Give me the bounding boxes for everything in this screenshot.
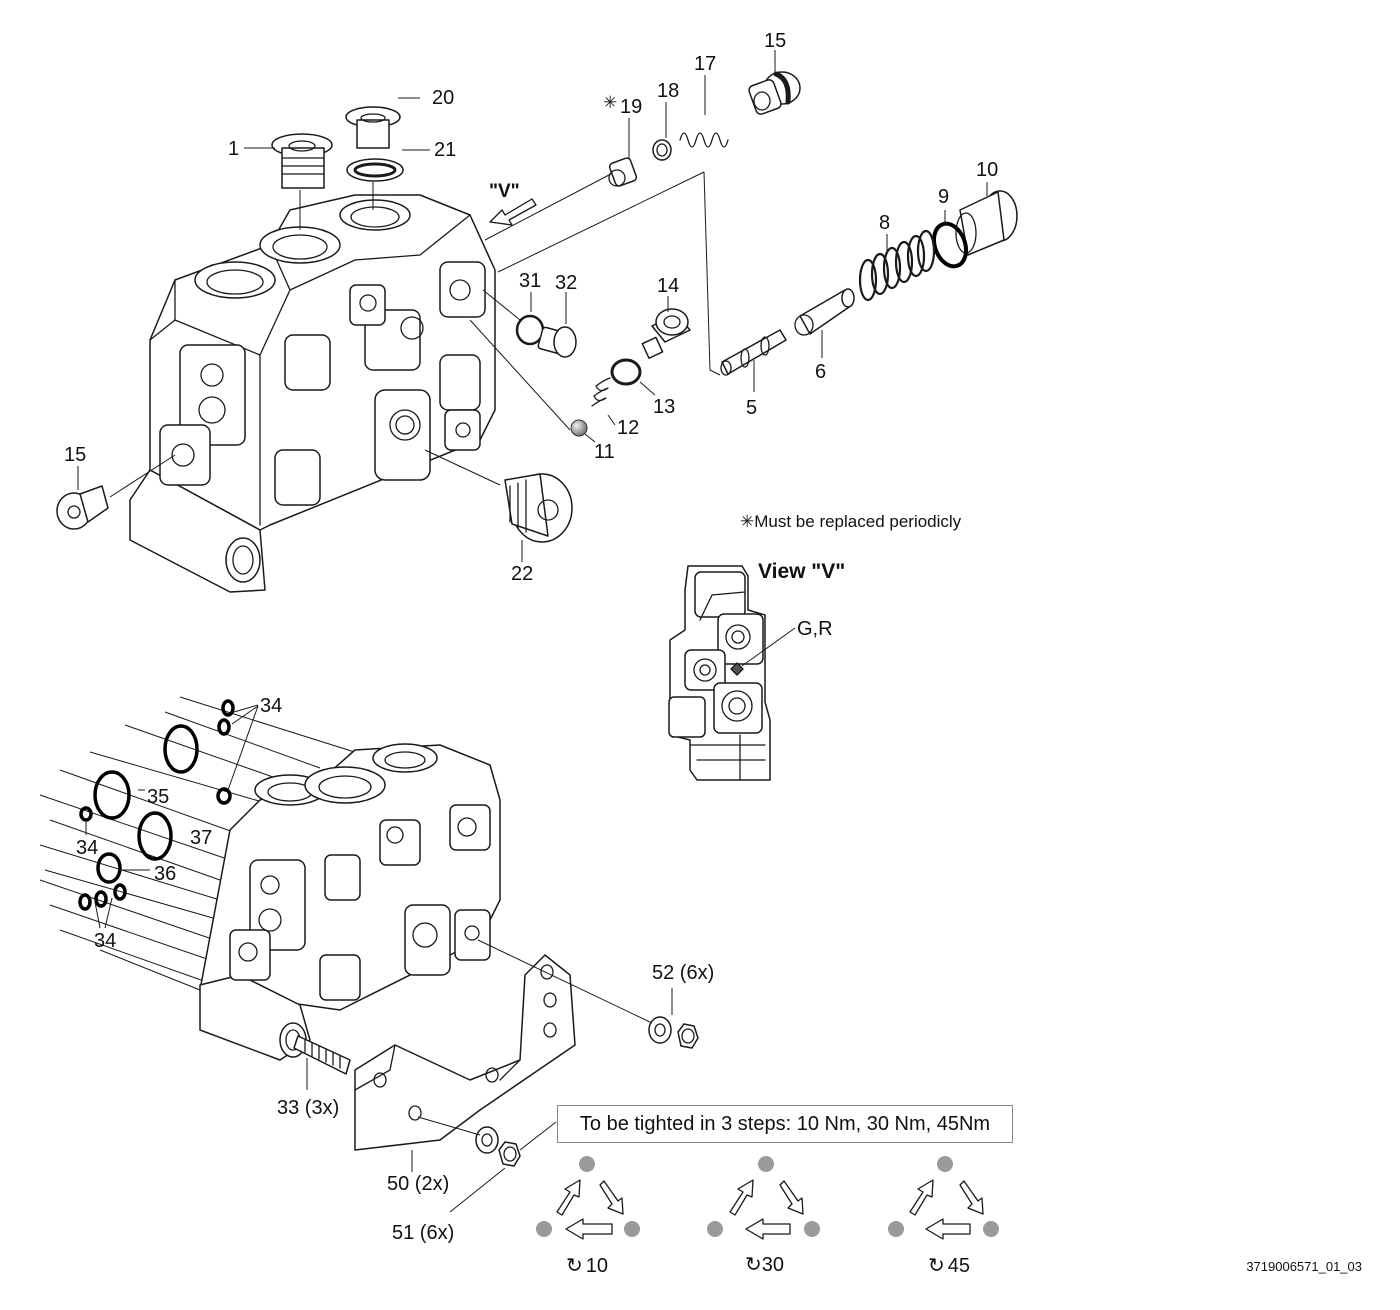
plug-15-top: [748, 71, 801, 115]
plug-32: [537, 326, 577, 358]
callout-8: 8: [879, 212, 891, 234]
callout-6: 6: [815, 361, 827, 383]
callout-14: 14: [657, 275, 680, 297]
callout-9: 9: [938, 186, 950, 208]
document-id: 3719006571_01_03: [1246, 1259, 1362, 1274]
valve-block-top: [129, 194, 496, 593]
spring-17: [679, 132, 729, 148]
plug-1: [271, 133, 333, 189]
callout-31: 31: [519, 270, 542, 292]
part-6: [794, 288, 855, 336]
callout-34-top: 34: [260, 695, 283, 717]
periodic-note: ✳Must be replaced periodicly: [740, 512, 962, 531]
torque-step-2-value: 30: [761, 1254, 785, 1276]
callout-17: 17: [694, 53, 717, 75]
callout-15-top: 15: [764, 30, 787, 52]
spring-8: [858, 229, 936, 302]
callout-11: 11: [594, 441, 615, 463]
torque-step-2: ↻30: [745, 1255, 784, 1275]
callout-15-left: 15: [64, 444, 87, 466]
view-v-drawing: [668, 565, 796, 781]
rotate-icon: ↻: [928, 1255, 945, 1277]
plug-22: [504, 473, 573, 562]
torque-sequence-3: [888, 1156, 999, 1240]
plug-20: [345, 106, 401, 149]
plug-15-left: [56, 466, 109, 530]
callout-50: 50 (2x): [387, 1173, 450, 1195]
callout-12: 12: [617, 417, 640, 439]
callout-34-mid: 34: [76, 837, 99, 859]
callout-1: 1: [228, 138, 240, 160]
replace-mark: ✳: [603, 93, 618, 112]
callout-52: 52 (6x): [652, 962, 715, 984]
spring-12: [591, 377, 611, 407]
callout-34-bottom: 34: [94, 930, 117, 952]
washer-nut-52: [477, 939, 699, 1049]
callout-19: 19: [620, 96, 643, 118]
torque-step-1-value: 10: [585, 1255, 609, 1277]
washer-nut-51: [306, 1058, 557, 1213]
callout-21: 21: [434, 139, 457, 161]
callout-32: 32: [555, 272, 578, 294]
view-v-callout: "V": [489, 181, 520, 202]
seal-21: [346, 158, 404, 182]
callout-10: 10: [976, 159, 999, 181]
torque-step-3-value: 45: [947, 1255, 971, 1277]
orings-bottom: [78, 699, 235, 911]
valve-block-bottom: [39, 696, 501, 1075]
callout-22: 22: [511, 563, 534, 585]
plug-10: [955, 190, 1018, 256]
part-18: [652, 139, 672, 161]
part-5: [720, 329, 787, 376]
torque-sequence-2: [707, 1156, 820, 1240]
torque-sequence-1: [536, 1156, 640, 1240]
view-v-title: View "V": [758, 560, 846, 583]
seal-13: [610, 358, 642, 386]
torque-instruction-box: To be tighted in 3 steps: 10 Nm, 30 Nm, …: [557, 1105, 1013, 1143]
callout-18: 18: [657, 80, 680, 102]
torque-step-1: ↻10: [566, 1256, 608, 1276]
callout-37: 37: [190, 827, 213, 849]
callout-13: 13: [653, 396, 676, 418]
rotate-icon: ↻: [566, 1255, 583, 1277]
rotate-icon: ↻: [745, 1254, 762, 1276]
bracket-50: [354, 954, 576, 1151]
ball-11: [570, 419, 588, 437]
view-v-arrow: [489, 198, 537, 226]
callout-35: 35: [147, 786, 170, 808]
torque-step-3: ↻45: [928, 1256, 970, 1276]
gr-label: G,R: [797, 618, 833, 640]
callout-20: 20: [432, 87, 455, 109]
callout-36: 36: [154, 863, 177, 885]
plug-14: [641, 308, 691, 359]
callout-5: 5: [746, 397, 758, 419]
callout-33: 33 (3x): [277, 1097, 340, 1119]
oring-9: [932, 221, 968, 269]
part-19: [608, 157, 638, 187]
callout-51: 51 (6x): [392, 1222, 455, 1244]
